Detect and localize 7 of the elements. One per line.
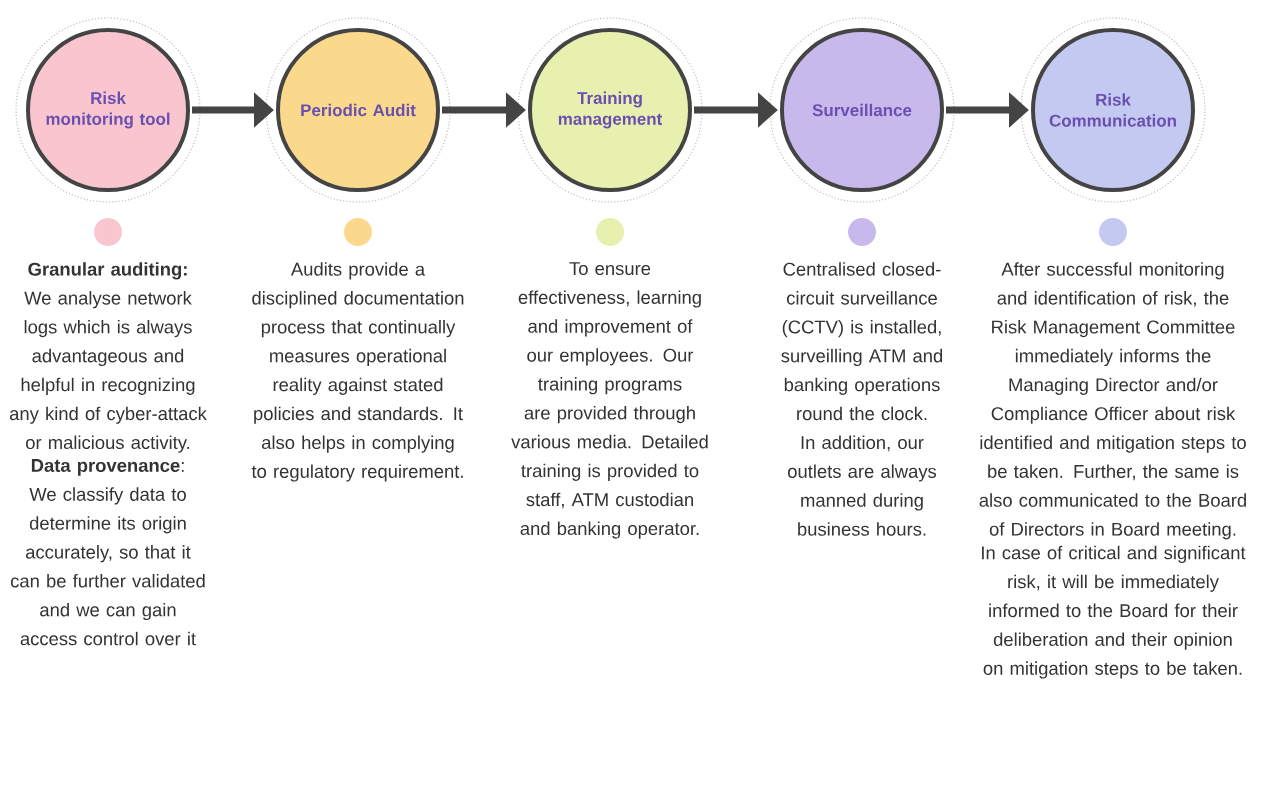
description-text: Audits provide a disciplined documentation process that continually measures operational reality against stated policies and standards. It also helps in complying to regulatory requirement. [251, 262, 464, 482]
description-text: Granular auditing: We analyse network logs which is always advantageous and helpful in recognizing any kind of cyber-attack or malicious activity. [9, 262, 207, 453]
description-text: Centralised closed-circuit surveillance (CCTV) is installed, surveilling ATM and banking operations round the clock. In addition, our outlets are always manned during business hours. [781, 262, 943, 536]
description-text: To ensure effectiveness, learning and improvement of our employees. Our training programs are provided through various media. Detailed training is provided to staff, ATM custodian and banking operator. [511, 262, 708, 539]
description-text: In case of critical and significant risk, it will be immediately informed to the Board for their deliberation and their opinion on mitigation steps to be taken. [982, 545, 1246, 679]
description-text: Data provenance: We classify data to determine its origin accurately, so that it can be further validated and we can gain access control over it [10, 459, 205, 646]
description-text: After successful monitoring and identification of risk, the Risk Management Committee immediately informs the Managing Director and/or Compliance Officer about risk identified and mitigation steps to be taken. Further, the same is also communicated to the Board of Directors in Board meeting. [979, 262, 1246, 540]
